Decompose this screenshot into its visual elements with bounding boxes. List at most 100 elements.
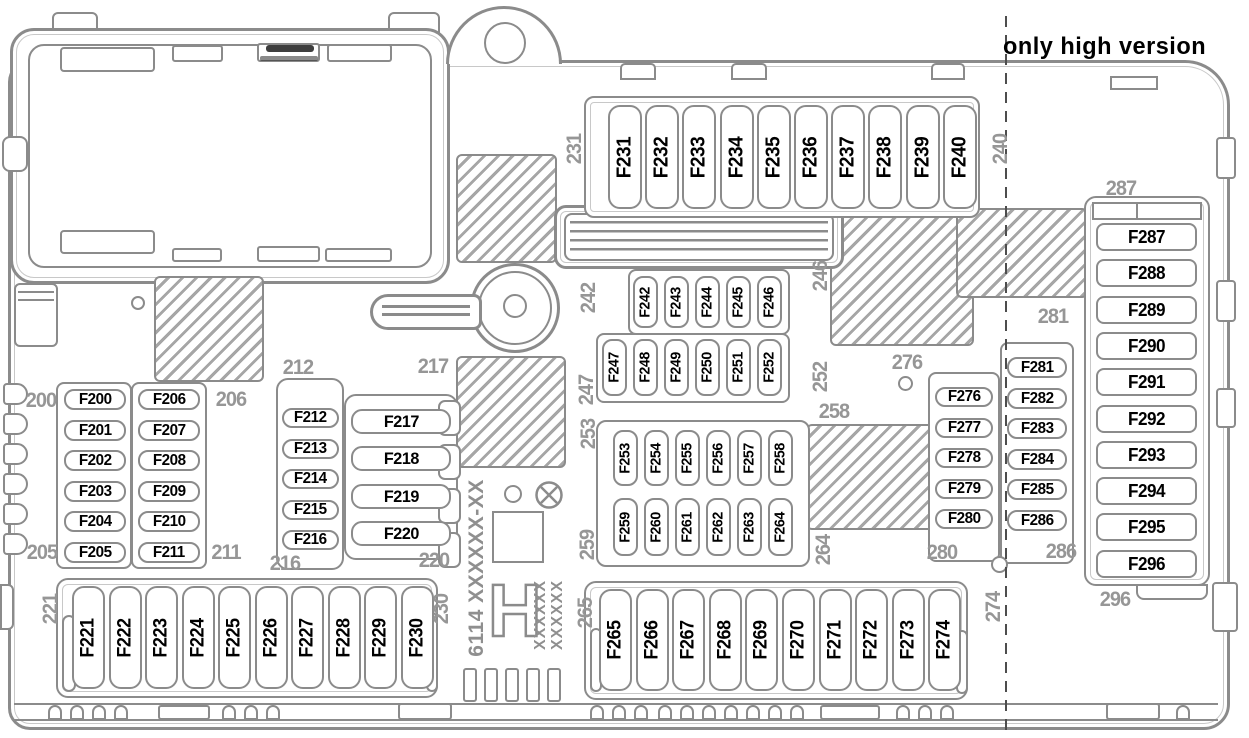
fuse-F239: F239 [906, 105, 940, 209]
fuse-F257: F257 [737, 430, 762, 486]
connector-slot [327, 44, 392, 62]
connector-slot [172, 248, 222, 262]
fuse-F255: F255 [675, 430, 700, 486]
bottom-edge-tab [702, 705, 716, 720]
fuse-F251: F251 [726, 339, 751, 396]
top-edge-tab [620, 63, 656, 80]
fuse-F248: F248 [633, 339, 658, 396]
fuse-F249: F249 [664, 339, 689, 396]
fuse-F235: F235 [757, 105, 791, 209]
fuse-F232: F232 [645, 105, 679, 209]
fuse-F213: F213 [282, 439, 339, 459]
fuse-F265: F265 [599, 589, 632, 691]
bottom-inner-edge-line [14, 703, 1218, 705]
left-edge-pin [3, 383, 28, 405]
group-label-200: 200 [25, 389, 57, 412]
fuse-F258: F258 [768, 430, 793, 486]
group-label-276: 276 [891, 351, 923, 374]
fuse-F204: F204 [64, 511, 126, 532]
fuse-F291: F291 [1096, 368, 1197, 396]
group-label-216: 216 [269, 552, 301, 575]
fuse-F217: F217 [351, 409, 451, 434]
fuse-F207: F207 [138, 420, 200, 441]
bottom-foot [1106, 703, 1160, 720]
fuse-F226: F226 [255, 586, 288, 689]
key-blade [370, 294, 482, 330]
vent-slot [547, 668, 561, 702]
bottom-edge-tab [768, 705, 782, 720]
housing-side-clip [2, 136, 28, 172]
bottom-edge-tab [48, 705, 62, 720]
top-edge-tab [931, 63, 965, 80]
fuse-F271: F271 [819, 589, 852, 691]
reference-hole-276 [898, 376, 913, 391]
fuse-F244: F244 [695, 276, 720, 328]
fuse-F209: F209 [138, 481, 200, 502]
fuse-F288: F288 [1096, 259, 1197, 287]
left-edge-pin [3, 473, 28, 495]
vent-slot [484, 668, 498, 702]
side-connector-rib [18, 291, 54, 293]
bottom-edge-tab [590, 705, 604, 720]
fuse-F245: F245 [726, 276, 751, 328]
group-label-274: 274 [982, 591, 1005, 623]
mounting-hole [484, 22, 526, 64]
fuse-F205: F205 [64, 542, 126, 563]
fuse-F253: F253 [613, 430, 638, 486]
fuse-F264: F264 [768, 498, 793, 556]
group-label-221: 221 [39, 593, 62, 625]
bottom-foot [820, 705, 880, 720]
fuse-F223: F223 [145, 586, 178, 689]
bottom-edge-tab [1176, 705, 1190, 720]
side-connector-rib [18, 299, 54, 301]
left-edge-pin [3, 533, 28, 555]
fuse-F274: F274 [928, 589, 961, 691]
left-edge-pin [3, 443, 28, 465]
bottom-outer-edge-line [14, 719, 1218, 721]
fuse-F254: F254 [644, 430, 669, 486]
right-column-header [1092, 202, 1202, 220]
group-label-280: 280 [926, 541, 958, 564]
fuse-F202: F202 [64, 450, 126, 471]
bottom-edge-tab [746, 705, 760, 720]
connector-slot [60, 47, 155, 72]
fuse-F219: F219 [351, 484, 451, 509]
fuse-F221: F221 [72, 586, 105, 689]
ribbed-connector-ribs [570, 221, 828, 253]
fuse-F270: F270 [782, 589, 815, 691]
edge-clip [1212, 582, 1238, 632]
relay-hatch-area [806, 424, 934, 530]
bottom-edge-tab [680, 705, 694, 720]
fuse-F203: F203 [64, 481, 126, 502]
connector-slot [60, 230, 155, 254]
stamp-text-right: XXXXXX [549, 579, 566, 651]
group-label-206: 206 [215, 388, 247, 411]
vent-slot [505, 668, 519, 702]
fuse-F262: F262 [706, 498, 731, 556]
fuse-F228: F228 [328, 586, 361, 689]
fuse-F267: F267 [672, 589, 705, 691]
fuse-F263: F263 [737, 498, 762, 556]
key-blade-groove [382, 305, 470, 308]
fuse-F278: F278 [935, 448, 993, 468]
fuse-F229: F229 [364, 586, 397, 689]
fuse-F206: F206 [138, 389, 200, 410]
center-square-pad [492, 511, 544, 563]
fuse-F272: F272 [855, 589, 888, 691]
bottom-foot [398, 703, 452, 720]
fuse-group-col200 [56, 382, 132, 569]
group-label-296: 296 [1099, 588, 1131, 611]
group-label-217: 217 [417, 355, 449, 378]
fuse-F295: F295 [1096, 513, 1197, 541]
fuse-F276: F276 [935, 387, 993, 407]
group-label-253: 253 [577, 418, 600, 450]
fuse-F261: F261 [675, 498, 700, 556]
group-label-286: 286 [1045, 540, 1077, 563]
fuse-F208: F208 [138, 450, 200, 471]
right-column-header-divider [1136, 202, 1138, 220]
fuse-F214: F214 [282, 469, 339, 489]
relay-hatch-area [830, 210, 974, 346]
fuse-F292: F292 [1096, 405, 1197, 433]
bottom-edge-tab [92, 705, 106, 720]
part-number: 6114 XXXXXX-XX [465, 479, 488, 657]
